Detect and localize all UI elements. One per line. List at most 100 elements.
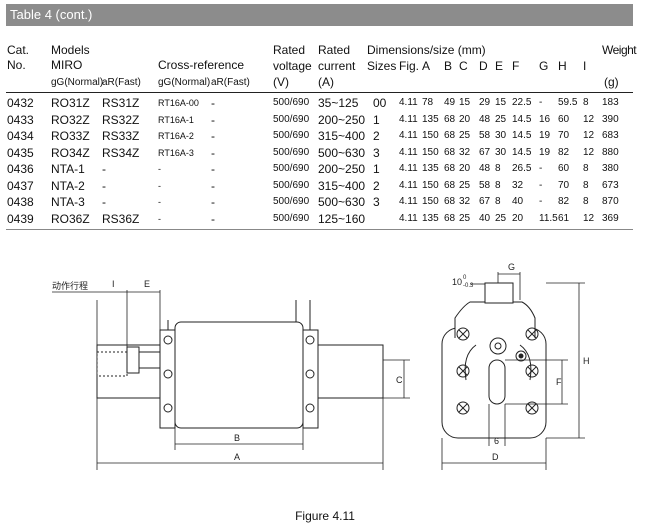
cell-C: 20 xyxy=(459,163,471,174)
blade-slot xyxy=(488,359,506,405)
cell-cr-gg: - xyxy=(158,197,161,207)
cell-E: 30 xyxy=(495,146,507,158)
cell-D: 29 xyxy=(479,97,491,108)
cell-G: 16 xyxy=(539,113,551,125)
cell-D: 58 xyxy=(479,130,491,141)
cell-cr-gg: RT16A-1 xyxy=(158,114,194,125)
cell-weight: 380 xyxy=(602,163,619,174)
cell-fig: 4.11 xyxy=(399,212,418,224)
left-flange xyxy=(159,329,176,429)
cell-H: 70 xyxy=(558,179,570,191)
cell-size: 00 xyxy=(373,96,387,110)
cell-size: 3 xyxy=(373,145,380,160)
right-flange xyxy=(302,329,319,429)
cell-F: 20 xyxy=(512,212,524,224)
cell-G: 11.5 xyxy=(539,212,558,224)
cell-cat: 0432 xyxy=(7,96,34,110)
cell-fig: 4.11 xyxy=(399,146,418,158)
cell-voltage: 500/690 xyxy=(273,163,310,174)
cell-miro-ar: - xyxy=(102,178,106,193)
table-bottom-rule xyxy=(6,229,633,230)
cell-fig: 4.11 xyxy=(399,179,418,191)
cell-cr-gg: - xyxy=(158,164,161,174)
cell-I: 12 xyxy=(583,130,595,141)
cell-D: 67 xyxy=(479,146,491,158)
label-dim-f: F xyxy=(556,377,562,387)
cell-cr-ar: - xyxy=(211,112,215,127)
cell-I: 8 xyxy=(583,163,589,174)
cell-C: 25 xyxy=(459,212,471,224)
cell-cat: 0433 xyxy=(7,112,34,127)
cell-miro-gg: RO31Z xyxy=(51,96,90,110)
cell-cat: 0434 xyxy=(7,129,34,143)
header-miro: MIRO xyxy=(51,58,83,72)
cell-A: 135 xyxy=(422,163,439,174)
header-dim-b: B xyxy=(444,59,453,73)
header-miro-ar: aR(Fast) xyxy=(102,77,141,88)
cell-cr-ar: - xyxy=(211,145,215,160)
cell-miro-gg: RO34Z xyxy=(51,145,90,160)
cell-A: 135 xyxy=(422,113,439,125)
cell-B: 49 xyxy=(444,97,456,108)
cell-current: 315~400 xyxy=(318,129,366,143)
header-cross-reference: Cross-reference xyxy=(158,58,245,72)
ceramic-body xyxy=(174,321,304,429)
cell-F: 22.5 xyxy=(512,97,532,108)
header-cr-ar: aR(Fast) xyxy=(211,77,250,88)
header-dim-f: F xyxy=(512,59,520,73)
cell-B: 68 xyxy=(444,163,456,174)
cell-G: - xyxy=(539,179,543,191)
cell-miro-gg: RO32Z xyxy=(51,112,90,127)
header-dim-i: I xyxy=(583,59,587,73)
cell-miro-gg: NTA-1 xyxy=(51,162,85,176)
cell-H: 61 xyxy=(558,212,570,224)
cell-E: 25 xyxy=(495,212,507,224)
cell-fig: 4.11 xyxy=(399,196,418,207)
cell-H: 70 xyxy=(558,130,570,141)
cell-E: 30 xyxy=(495,130,507,141)
header-no: No. xyxy=(7,58,26,72)
cell-current: 200~250 xyxy=(318,162,366,176)
cell-voltage: 500/690 xyxy=(273,113,310,125)
header-dim-e: E xyxy=(495,59,504,73)
label-tol-lower: -0.3 xyxy=(463,283,474,289)
cell-cr-ar: - xyxy=(211,178,215,193)
cell-A: 78 xyxy=(422,97,434,108)
cell-miro-gg: RO36Z xyxy=(51,211,90,226)
cell-miro-gg: RO33Z xyxy=(51,129,90,143)
cell-cat: 0437 xyxy=(7,178,34,193)
cell-D: 40 xyxy=(479,212,491,224)
header-dim-a: A xyxy=(422,59,431,73)
cell-A: 135 xyxy=(422,212,439,224)
header-divider xyxy=(6,92,633,93)
cell-fig: 4.11 xyxy=(399,130,418,141)
cell-weight: 369 xyxy=(602,212,619,224)
cell-I: 8 xyxy=(583,97,589,108)
cell-cr-gg: RT16A-00 xyxy=(158,98,199,108)
cell-cr-ar: - xyxy=(211,96,215,110)
header-fig: Fig. xyxy=(399,59,420,73)
cell-miro-ar: RS33Z xyxy=(102,129,140,143)
cell-H: 60 xyxy=(558,163,570,174)
header-sizes: Sizes xyxy=(367,59,397,73)
label-dim-10: 10 xyxy=(452,277,462,287)
table-title: Table 4 (cont.) xyxy=(6,4,633,26)
cell-F: 14.5 xyxy=(512,130,532,141)
cell-voltage: 500/690 xyxy=(273,212,310,224)
label-dim-a: A xyxy=(234,452,240,462)
cell-E: 15 xyxy=(495,97,507,108)
cell-D: 48 xyxy=(479,163,491,174)
cell-cr-ar: - xyxy=(211,162,215,176)
cell-voltage: 500/690 xyxy=(273,196,310,207)
header-dim-d: D xyxy=(479,59,488,73)
header-cat: Cat. xyxy=(7,43,30,57)
cell-C: 25 xyxy=(459,130,471,141)
label-dim-h: H xyxy=(583,356,590,366)
cell-weight: 390 xyxy=(602,113,619,125)
cell-fig: 4.11 xyxy=(399,163,418,174)
label-dim-d: D xyxy=(492,452,499,462)
cell-cat: 0435 xyxy=(7,145,34,160)
cell-miro-ar: - xyxy=(102,195,106,209)
cell-H: 60 xyxy=(558,113,570,125)
